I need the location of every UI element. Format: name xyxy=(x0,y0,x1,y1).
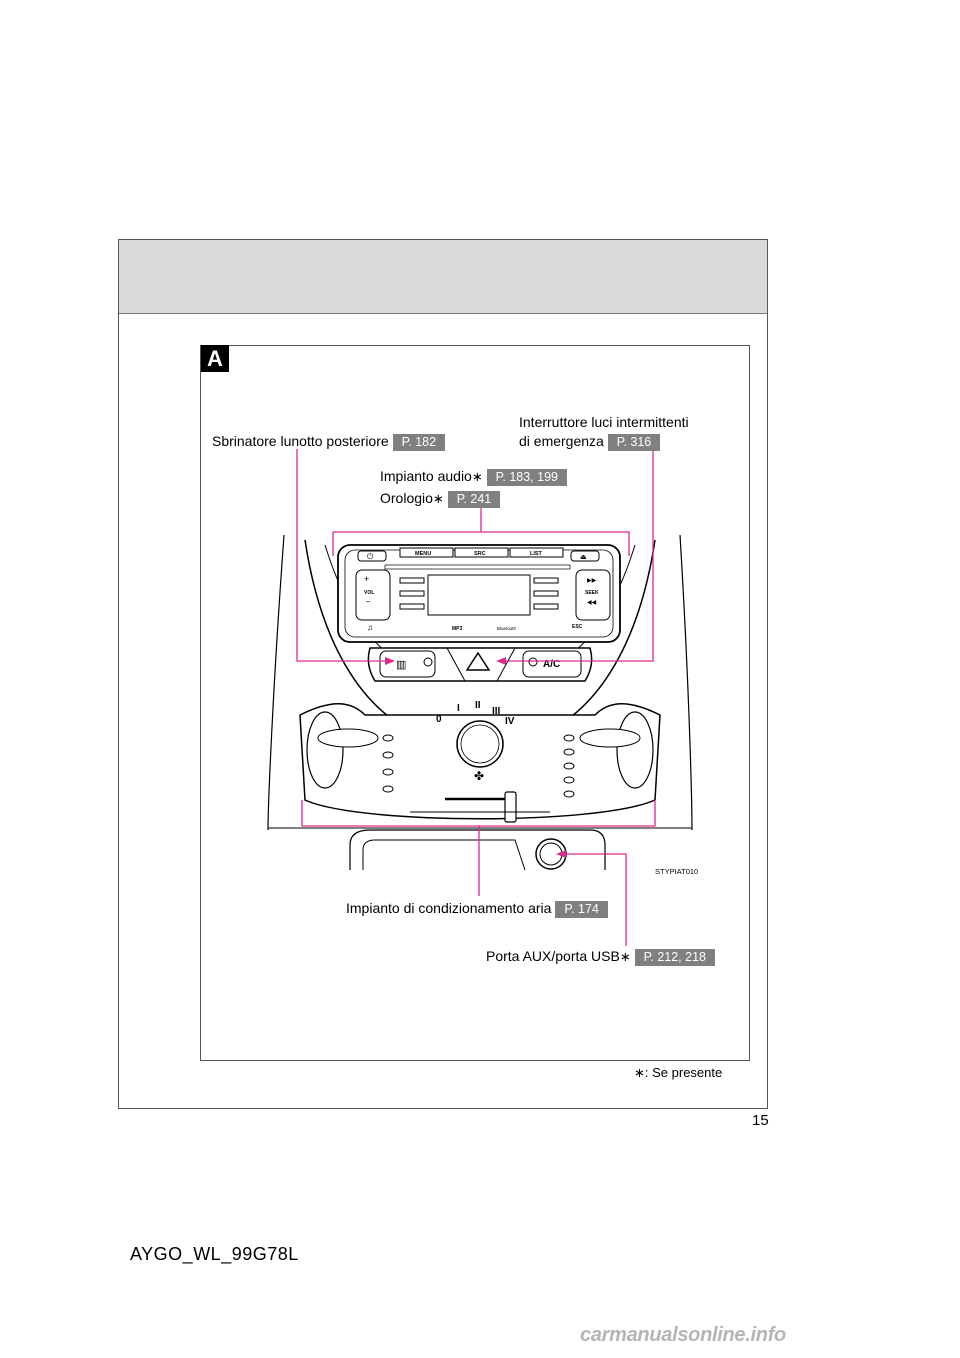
climate-panel: 0 I II III IV ✤ xyxy=(299,700,661,823)
aux-usb-label: Porta AUX/porta USB xyxy=(486,948,620,964)
svg-text:+: + xyxy=(364,574,369,584)
audio-star: ∗ xyxy=(471,469,483,484)
aux-usb-bay xyxy=(349,829,606,871)
svg-text:◀◀: ◀◀ xyxy=(587,600,597,606)
esc-label: ESC xyxy=(572,624,583,630)
watermark: carmanualsonline.info xyxy=(580,1324,786,1346)
audio-unit: ⏻ MENU SRC LIST ⏏ + VOL – ♫ ▶▶· SEEK ◀◀ … xyxy=(337,544,621,643)
audio-label: Impianto audio xyxy=(380,468,472,484)
clock-page-ref[interactable]: P. 241 xyxy=(447,491,501,508)
svg-text:♫: ♫ xyxy=(367,623,373,632)
defroster-page-ref[interactable]: P. 182 xyxy=(392,434,446,451)
bluetooth-label: Bluetooth xyxy=(497,626,517,631)
fan-speed-0: 0 xyxy=(436,714,442,725)
callout-aircon: Impianto di condizionamento aria P. 174 xyxy=(346,900,608,918)
switch-row: ▥ A/C xyxy=(367,647,593,682)
ac-label: A/C xyxy=(543,659,560,670)
callout-hazard: Interruttore luci intermittenti di emerg… xyxy=(519,414,689,451)
svg-text:▶▶·: ▶▶· xyxy=(587,578,598,584)
fan-speed-2: II xyxy=(475,700,481,711)
doc-code: AYGO_WL_99G78L xyxy=(130,1244,299,1264)
svg-text:⏻: ⏻ xyxy=(367,552,374,561)
svg-text:–: – xyxy=(366,597,371,606)
section-tag: A xyxy=(201,345,229,372)
aircon-label: Impianto di condizionamento aria xyxy=(346,900,552,916)
clock-label: Orologio xyxy=(380,490,433,506)
fan-speed-4: IV xyxy=(505,716,515,727)
aircon-page-ref[interactable]: P. 174 xyxy=(555,901,608,918)
seek-label: SEEK xyxy=(585,590,599,596)
mp3-label: MP3 xyxy=(452,626,463,632)
src-button-label: SRC xyxy=(474,551,486,557)
callout-audio: Impianto audio∗ P. 183, 199 xyxy=(380,468,567,486)
clock-star: ∗ xyxy=(432,491,444,506)
footnote: ∗: Se presente xyxy=(634,1065,723,1080)
svg-text:▥: ▥ xyxy=(396,659,406,671)
illustration-code: STYPIAT010 xyxy=(655,867,698,876)
fan-speed-3: III xyxy=(492,706,501,717)
svg-text:⏏: ⏏ xyxy=(580,554,587,561)
vol-label: VOL xyxy=(364,590,374,596)
aux-usb-page-ref[interactable]: P. 212, 218 xyxy=(634,949,715,966)
fan-speed-1: I xyxy=(457,703,460,714)
hazard-label-line1: Interruttore luci intermittenti xyxy=(519,414,689,430)
menu-button-label: MENU xyxy=(415,551,431,557)
hazard-label-line2: di emergenza xyxy=(519,433,604,449)
page-frame xyxy=(118,239,768,1109)
page-number: 15 xyxy=(752,1112,769,1129)
defroster-label: Sbrinatore lunotto posteriore xyxy=(212,433,389,449)
leader-lines xyxy=(296,449,656,946)
callout-aux-usb: Porta AUX/porta USB∗ P. 212, 218 xyxy=(486,948,715,966)
callout-clock: Orologio∗ P. 241 xyxy=(380,490,501,508)
list-button-label: LIST xyxy=(530,551,543,557)
audio-page-ref[interactable]: P. 183, 199 xyxy=(486,469,567,486)
callout-defroster: Sbrinatore lunotto posteriore P. 182 xyxy=(212,433,446,451)
aux-usb-star: ∗ xyxy=(619,949,631,964)
svg-text:✤: ✤ xyxy=(474,769,484,783)
illustration-panel xyxy=(200,345,750,1061)
header-band xyxy=(119,240,767,314)
hazard-page-ref[interactable]: P. 316 xyxy=(607,434,661,451)
